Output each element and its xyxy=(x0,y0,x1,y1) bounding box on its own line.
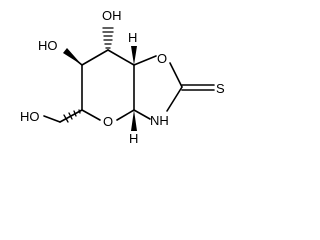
atom-ho-bottom: HO xyxy=(20,109,40,124)
bond-oxazole-o-cs xyxy=(169,62,183,88)
pyranose-ring xyxy=(81,49,135,121)
atom-oxazole-oxygen: O xyxy=(157,51,167,66)
bond-ch2-oh xyxy=(43,115,61,123)
bond-c4-c3 xyxy=(107,49,135,66)
atom-ho-left: HO xyxy=(38,38,58,53)
bond-c5-c4 xyxy=(81,49,109,66)
atom-sulfur: S xyxy=(216,81,225,96)
atom-labels: OH HO HO O O NH S H H xyxy=(20,8,225,146)
atom-oh-top: OH xyxy=(102,8,122,23)
bond-nitrogen-c2 xyxy=(133,109,151,120)
chemical-structure: OH HO HO O O NH S H H xyxy=(20,8,225,146)
hashed-bond-c4-oh xyxy=(102,27,114,49)
substituent-bonds xyxy=(43,51,83,123)
wedge-bond-c2-h xyxy=(131,110,137,131)
bond-c2-ring-o xyxy=(116,109,135,121)
bond-ring-o-c6 xyxy=(81,109,101,121)
stereo-bonds xyxy=(63,27,137,131)
bond-cs-nitrogen xyxy=(166,86,183,112)
atom-h-top: H xyxy=(128,30,137,45)
hashed-bond-c6-ch2 xyxy=(63,109,81,123)
oxazolidine-ring xyxy=(133,55,215,120)
atom-nitrogen-h: NH xyxy=(150,113,169,128)
wedge-bond-c5-ho xyxy=(63,48,82,65)
atom-ring-oxygen: O xyxy=(103,114,113,129)
wedge-bond-c3-h xyxy=(131,46,137,65)
bond-c3-oxazole-o xyxy=(133,55,157,66)
atom-h-bottom: H xyxy=(129,131,138,146)
